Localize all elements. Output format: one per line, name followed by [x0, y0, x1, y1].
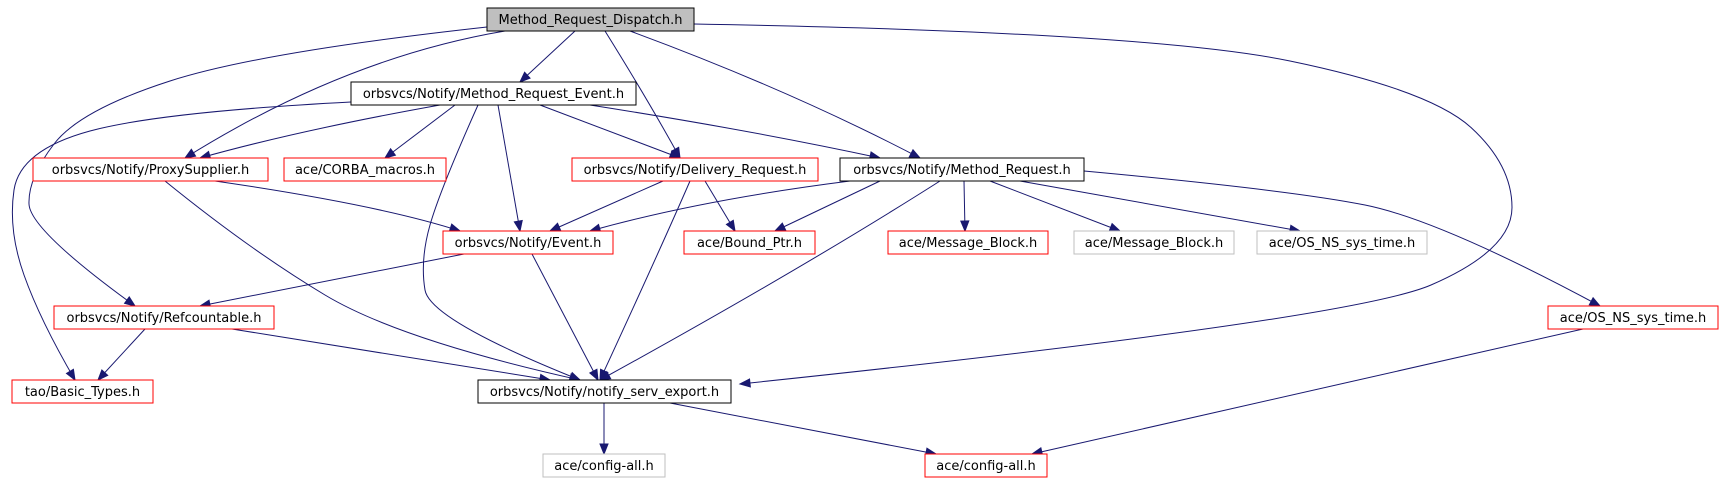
edge-method-request-event-to-corba-macros — [384, 104, 456, 159]
node-label: ace/OS_NS_sys_time.h — [1560, 311, 1706, 326]
node-label: ace/config-all.h — [554, 459, 654, 474]
node-label: ace/CORBA_macros.h — [295, 163, 435, 178]
edge-method-request-to-event — [589, 180, 851, 232]
arrowhead — [908, 148, 922, 159]
node-label: ace/Message_Block.h — [1085, 236, 1224, 251]
edge-refcountable-to-basic-types — [97, 328, 146, 381]
arrowhead — [588, 368, 599, 382]
node-label: tao/Basic_Types.h — [25, 385, 140, 400]
edge-dispatch-to-proxy-supplier — [184, 30, 506, 159]
arrowhead — [123, 296, 137, 307]
node-delivery-request[interactable]: orbsvcs/Notify/Delivery_Request.h — [571, 157, 819, 182]
arrowhead — [598, 370, 612, 381]
edge-method-request-event-to-proxy-supplier — [199, 104, 441, 159]
edge-method-request-to-os-ns-sys-time-gray — [1019, 180, 1301, 232]
node-label: ace/Bound_Ptr.h — [697, 236, 802, 251]
node-config-all-gray[interactable]: ace/config-all.h — [542, 453, 666, 478]
node-config-all-red[interactable]: ace/config-all.h — [924, 453, 1048, 478]
arrowhead — [548, 222, 562, 232]
node-label: ace/OS_NS_sys_time.h — [1269, 236, 1415, 251]
node-basic-types[interactable]: tao/Basic_Types.h — [11, 379, 154, 404]
arrowhead — [97, 369, 109, 381]
edge-method-request-to-message-block-gray — [989, 180, 1121, 232]
node-corba-macros[interactable]: ace/CORBA_macros.h — [283, 157, 447, 182]
node-method-request-dispatch[interactable]: Method_Request_Dispatch.h — [486, 7, 695, 32]
node-label: orbsvcs/Notify/ProxySupplier.h — [52, 163, 249, 178]
arrowhead — [725, 219, 736, 233]
arrowhead — [513, 219, 523, 233]
node-bound-ptr[interactable]: ace/Bound_Ptr.h — [683, 230, 816, 255]
arrowhead — [65, 368, 76, 382]
edge-proxy-supplier-to-event — [214, 180, 461, 232]
node-proxy-supplier[interactable]: orbsvcs/Notify/ProxySupplier.h — [32, 157, 269, 182]
node-label: orbsvcs/Notify/Method_Request_Event.h — [363, 87, 624, 102]
edge-refcountable-to-notify-serv-export — [231, 328, 551, 381]
arrowhead — [519, 71, 531, 83]
edge-method-request-event-to-basic-types — [11, 101, 352, 381]
arrowhead — [1108, 222, 1122, 232]
edge-event-to-notify-serv-export — [531, 253, 599, 381]
edge-dispatch-to-notify-serv-export — [693, 23, 1513, 385]
arrowhead — [773, 222, 787, 232]
node-notify-serv-export[interactable]: orbsvcs/Notify/notify_serv_export.h — [477, 379, 732, 404]
node-label: orbsvcs/Notify/notify_serv_export.h — [490, 385, 719, 400]
node-label: orbsvcs/Notify/Event.h — [455, 236, 602, 251]
arrowhead — [738, 378, 751, 388]
node-refcountable[interactable]: orbsvcs/Notify/Refcountable.h — [53, 305, 275, 330]
edge-method-request-to-os-ns-sys-time-red — [1083, 170, 1601, 307]
edge-delivery-request-to-notify-serv-export — [599, 180, 691, 381]
arrowhead — [599, 443, 609, 456]
edge-dispatch-to-method-request — [629, 30, 921, 159]
edge-method-request-event-to-delivery-request — [539, 104, 681, 159]
edge-method-request-event-to-method-request — [589, 104, 881, 159]
edge-method-request-to-bound-ptr — [774, 180, 881, 232]
arrowhead — [1588, 296, 1602, 307]
node-method-request[interactable]: orbsvcs/Notify/Method_Request.h — [839, 157, 1085, 182]
arrowhead — [183, 148, 197, 159]
edge-dispatch-to-delivery-request — [604, 30, 681, 159]
edge-dispatch-to-refcountable — [28, 26, 488, 307]
node-label: orbsvcs/Notify/Method_Request.h — [853, 163, 1071, 178]
node-event[interactable]: orbsvcs/Notify/Event.h — [442, 230, 614, 255]
edge-proxy-supplier-to-notify-serv-export — [164, 180, 581, 381]
arrowhead — [383, 147, 397, 159]
node-label: orbsvcs/Notify/Delivery_Request.h — [584, 163, 807, 178]
edge-event-to-refcountable — [199, 253, 465, 307]
edge-method-request-event-to-event — [497, 104, 521, 232]
node-os-ns-sys-time-gray[interactable]: ace/OS_NS_sys_time.h — [1256, 230, 1428, 255]
node-os-ns-sys-time-red[interactable]: ace/OS_NS_sys_time.h — [1547, 305, 1719, 330]
arrowhead — [960, 220, 970, 233]
node-message-block-gray[interactable]: ace/Message_Block.h — [1073, 230, 1235, 255]
node-label: ace/config-all.h — [936, 459, 1036, 474]
node-label: Method_Request_Dispatch.h — [498, 13, 682, 28]
node-method-request-event[interactable]: orbsvcs/Notify/Method_Request_Event.h — [350, 81, 637, 106]
edge-method-request-event-to-notify-serv-export — [422, 104, 581, 381]
edge-delivery-request-to-event — [549, 180, 664, 232]
edge-os-ns-sys-time-red-to-config-all-red — [1031, 328, 1584, 455]
edge-method-request-to-notify-serv-export — [599, 180, 941, 381]
node-label: ace/Message_Block.h — [899, 236, 1038, 251]
edge-notify-serv-export-to-config-all-red — [669, 402, 937, 455]
node-message-block-red[interactable]: ace/Message_Block.h — [887, 230, 1049, 255]
node-label: orbsvcs/Notify/Refcountable.h — [66, 311, 261, 326]
edge-dispatch-to-method-request-event — [519, 30, 576, 83]
